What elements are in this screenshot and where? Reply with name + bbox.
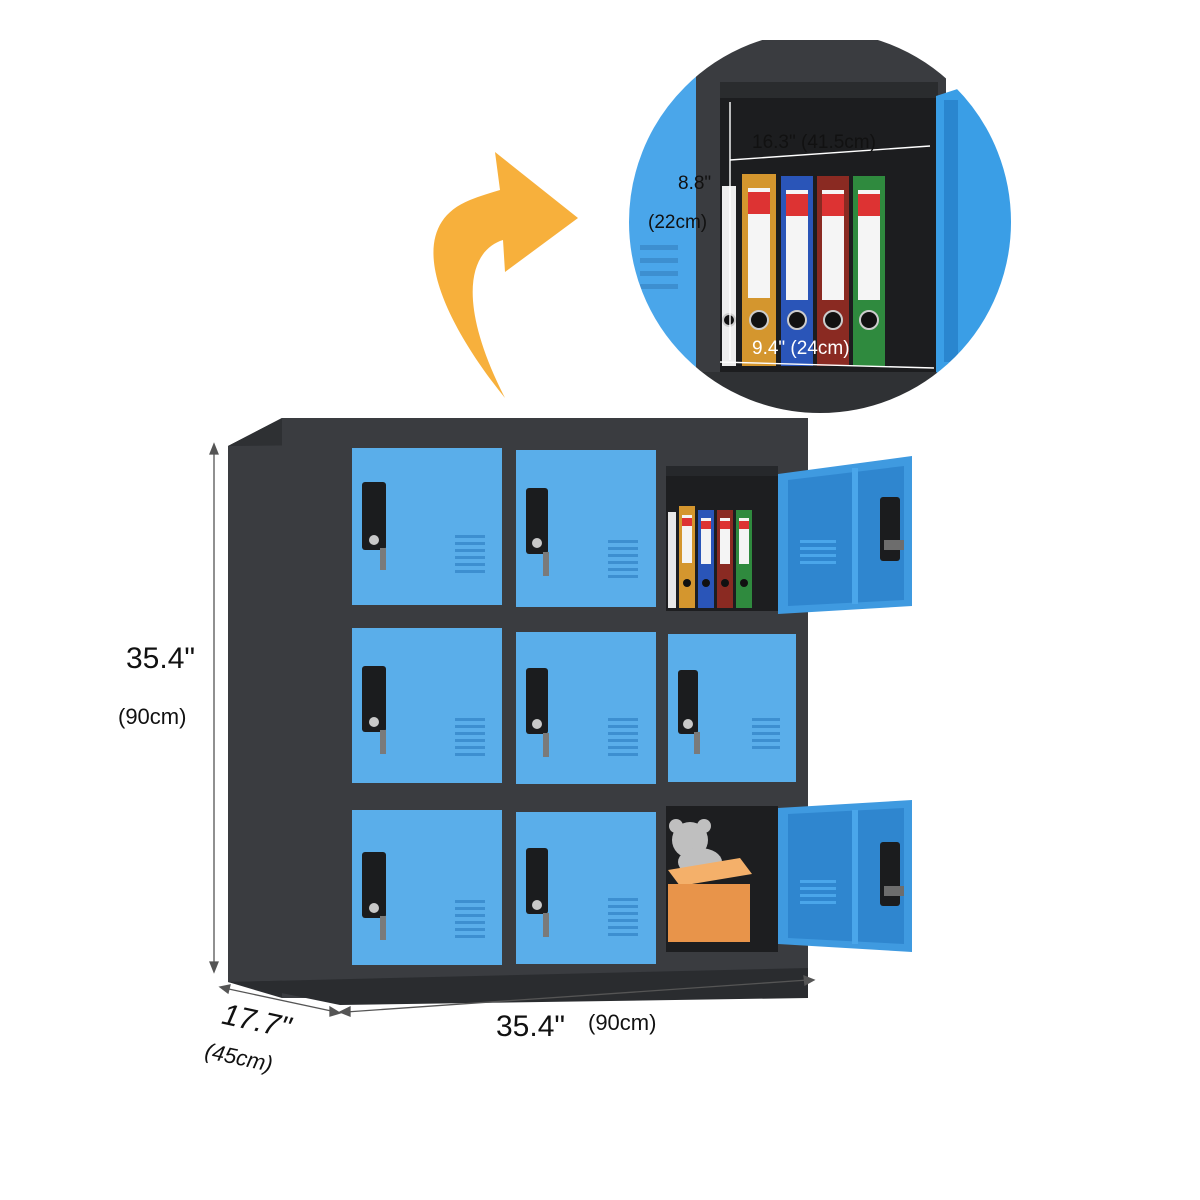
curved-arrow-icon: [433, 152, 578, 398]
compartment-width-label: 16.3" (41.5cm): [752, 132, 876, 153]
locker-door-7: [352, 810, 502, 965]
locker-door-5: [516, 632, 656, 784]
height-dimension-line: [209, 442, 219, 974]
height-inches-label: 35.4": [126, 642, 196, 675]
open-locker-door-bottom: [778, 800, 912, 952]
compartment-depth-label: 9.4" (24cm): [752, 338, 850, 359]
width-inches-label: 35.4": [496, 1010, 566, 1043]
locker-door-2: [516, 450, 656, 607]
compartment-height-inches-label: 8.8": [678, 173, 712, 194]
open-locker-door-top: [778, 456, 912, 614]
compartment-height-cm-label: (22cm): [648, 212, 708, 233]
depth-dimension-line: [218, 984, 342, 1017]
height-cm-label: (90cm): [118, 704, 187, 729]
compartment-dimension-lines: [719, 102, 935, 369]
open-compartment-bottom: [666, 806, 778, 952]
locker-door-4: [352, 628, 502, 783]
locker-door-8: [516, 812, 656, 964]
width-cm-label: (90cm): [588, 1010, 657, 1035]
locker-cabinet: [228, 418, 912, 1005]
cardboard-box: [668, 858, 752, 942]
width-dimension-line: [338, 974, 816, 1017]
locker-door-1: [352, 448, 502, 605]
open-compartment-top: [666, 466, 778, 611]
locker-door-6: [668, 634, 796, 782]
